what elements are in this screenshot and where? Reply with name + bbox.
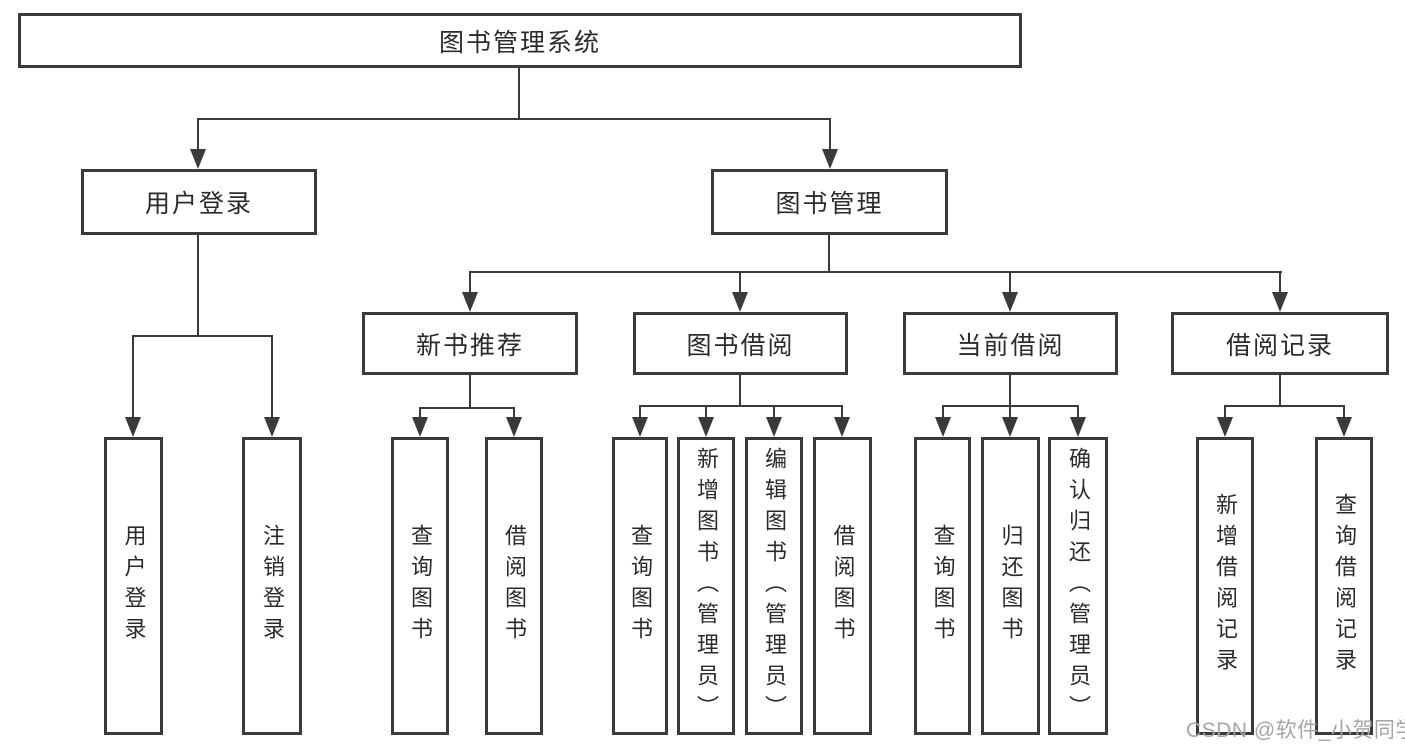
connector-records-branch xyxy=(1224,405,1345,407)
node-new-book-recommend: 新书推荐 xyxy=(362,312,578,375)
node-label: 借阅记录 xyxy=(1225,331,1334,360)
connector-bookborrow-branch xyxy=(639,405,843,407)
arrowhead-down-icon xyxy=(766,417,782,437)
node-label: 当前借阅 xyxy=(956,331,1065,360)
connector-bookborrow-stem xyxy=(739,375,741,406)
connector-user-branch xyxy=(132,335,273,337)
arrowhead-down-icon xyxy=(834,417,850,437)
arrowhead-down-icon xyxy=(190,149,206,169)
leaf-label: 新增借阅记录 xyxy=(1213,493,1238,679)
connector-drop xyxy=(1224,405,1226,418)
leaf-add-borrow-record: 新增借阅记录 xyxy=(1196,437,1254,735)
node-label: 用户登录 xyxy=(144,190,253,218)
connector-currentborrow-stem xyxy=(1009,375,1011,406)
connector-drop-book-mgmt xyxy=(829,118,831,150)
arrowhead-down-icon xyxy=(698,417,714,437)
connector-root-stem xyxy=(518,68,520,119)
connector-drop xyxy=(419,407,421,418)
connector-drop xyxy=(271,335,273,417)
arrowhead-down-icon xyxy=(1070,417,1086,437)
leaf-label: 用户登录 xyxy=(121,524,147,648)
arrowhead-down-icon xyxy=(632,417,648,437)
arrowhead-down-icon xyxy=(1272,292,1288,312)
connector-drop xyxy=(132,335,134,417)
leaf-query-borrow-record: 查询借阅记录 xyxy=(1315,437,1373,735)
leaf-query-books-current: 查询图书 xyxy=(914,437,971,735)
arrowhead-down-icon xyxy=(1217,417,1233,437)
arrowhead-down-icon xyxy=(412,417,428,437)
connector-newbooks-branch xyxy=(419,407,515,409)
leaf-confirm-return-admin: 确认归还（管理员） xyxy=(1048,437,1108,735)
connector-drop xyxy=(841,405,843,418)
node-library-system: 图书管理系统 xyxy=(18,13,1022,68)
connector-root-branch xyxy=(197,118,831,120)
leaf-borrow-books-newbooks: 借阅图书 xyxy=(485,437,543,735)
connector-drop xyxy=(1279,271,1281,293)
leaf-label: 查询图书 xyxy=(628,524,653,648)
arrowhead-down-icon xyxy=(822,149,838,169)
connector-drop xyxy=(1009,405,1011,418)
connector-newbooks-stem xyxy=(469,375,471,408)
connector-drop xyxy=(639,405,641,418)
connector-drop xyxy=(513,407,515,418)
leaf-label: 归还图书 xyxy=(998,524,1024,648)
csdn-watermark: CSDN @软件_小贺同学 xyxy=(1186,719,1405,742)
arrowhead-down-icon xyxy=(1002,292,1018,312)
leaf-label: 编辑图书（管理员） xyxy=(762,446,787,726)
connector-bookmgmt-branch xyxy=(469,271,1282,273)
leaf-label: 查询借阅记录 xyxy=(1332,493,1357,679)
node-borrowing-records: 借阅记录 xyxy=(1171,312,1389,375)
leaf-borrow-books-borrow: 借阅图书 xyxy=(813,437,872,735)
arrowhead-down-icon xyxy=(732,292,748,312)
leaf-return-books: 归还图书 xyxy=(981,437,1040,735)
leaf-label: 新增图书（管理员） xyxy=(694,446,719,726)
node-book-management: 图书管理 xyxy=(711,169,948,235)
arrowhead-down-icon xyxy=(264,417,280,437)
leaf-add-book-admin: 新增图书（管理员） xyxy=(677,437,735,735)
arrowhead-down-icon xyxy=(935,417,951,437)
node-label: 图书管理系统 xyxy=(438,28,601,57)
connector-drop xyxy=(942,405,944,418)
node-label: 图书借阅 xyxy=(686,331,795,360)
arrowhead-down-icon xyxy=(506,417,522,437)
connector-drop-user-login xyxy=(197,118,199,150)
leaf-label: 查询图书 xyxy=(408,524,433,648)
node-current-borrowing: 当前借阅 xyxy=(903,312,1118,375)
connector-drop xyxy=(773,405,775,418)
leaf-user-login: 用户登录 xyxy=(104,437,163,735)
connector-drop xyxy=(469,271,471,293)
connector-bookmgmt-stem xyxy=(828,235,830,272)
connector-drop xyxy=(739,271,741,293)
connector-drop xyxy=(1343,405,1345,418)
node-label: 图书管理 xyxy=(775,190,884,218)
leaf-label: 借阅图书 xyxy=(830,524,856,648)
node-book-borrowing: 图书借阅 xyxy=(633,312,848,375)
node-label: 新书推荐 xyxy=(415,331,524,360)
leaf-edit-book-admin: 编辑图书（管理员） xyxy=(745,437,803,735)
connector-drop xyxy=(1077,405,1079,418)
connector-drop xyxy=(1009,271,1011,293)
connector-drop xyxy=(705,405,707,418)
leaf-query-books-borrow: 查询图书 xyxy=(612,437,668,735)
leaf-label: 借阅图书 xyxy=(502,524,527,648)
leaf-label: 确认归还（管理员） xyxy=(1066,446,1091,726)
leaf-logout: 注销登录 xyxy=(242,437,302,735)
leaf-query-books-newbooks: 查询图书 xyxy=(391,437,449,735)
node-user-login: 用户登录 xyxy=(81,169,317,235)
arrowhead-down-icon xyxy=(1336,417,1352,437)
connector-user-stem xyxy=(197,235,199,336)
connector-records-stem xyxy=(1279,375,1281,406)
arrowhead-down-icon xyxy=(462,292,478,312)
leaf-label: 注销登录 xyxy=(260,524,285,648)
arrowhead-down-icon xyxy=(125,417,141,437)
arrowhead-down-icon xyxy=(1002,417,1018,437)
leaf-label: 查询图书 xyxy=(930,524,956,648)
